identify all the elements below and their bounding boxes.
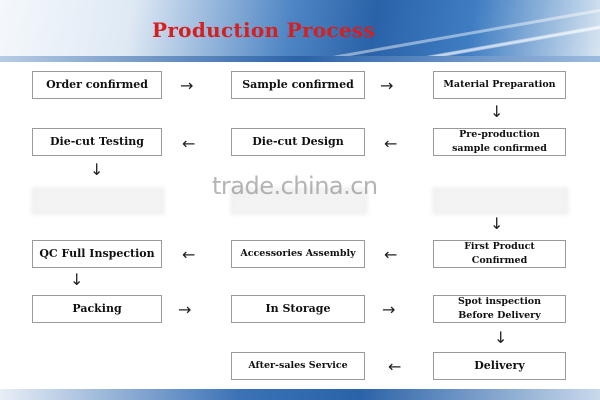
arrow-down-icon: ↓ — [490, 214, 504, 233]
obscured-step — [433, 188, 568, 214]
step-spot-inspection: Spot inspection Before Delivery — [433, 295, 566, 323]
step-qc-full-inspection: QC Full Inspection — [32, 240, 162, 268]
arrow-right-icon: → — [382, 300, 396, 319]
step-first-product: First Product Confirmed — [433, 240, 566, 268]
arrow-right-icon: → — [178, 300, 192, 319]
footer-bar — [0, 389, 600, 400]
page-title: Production Process — [152, 18, 376, 42]
watermark: trade.china.cn — [212, 172, 378, 200]
step-packing: Packing — [32, 295, 162, 323]
arrow-down-icon: ↓ — [494, 328, 508, 347]
step-order-confirmed: Order confirmed — [32, 71, 162, 99]
arrow-down-icon: ↓ — [490, 102, 504, 121]
step-delivery: Delivery — [433, 352, 566, 380]
arrow-right-icon: → — [180, 76, 194, 95]
step-die-cut-testing: Die-cut Testing — [32, 128, 162, 156]
arrow-right-icon: → — [380, 76, 394, 95]
step-sample-confirmed: Sample confirmed — [231, 71, 365, 99]
step-in-storage: In Storage — [231, 295, 365, 323]
obscured-step — [231, 188, 367, 214]
step-pre-production: Pre-production sample confirmed — [433, 128, 566, 156]
step-material-preparation: Material Preparation — [433, 71, 566, 99]
step-die-cut-design: Die-cut Design — [231, 128, 365, 156]
arrow-left-icon: ← — [182, 134, 196, 153]
step-after-sales: After-sales Service — [231, 352, 365, 380]
header-banner — [0, 0, 600, 62]
obscured-step — [32, 188, 164, 214]
step-accessories-assembly: Accessories Assembly — [231, 240, 365, 268]
arrow-left-icon: ← — [384, 134, 398, 153]
arrow-down-icon: ↓ — [90, 160, 104, 179]
arrow-left-icon: ← — [182, 245, 196, 264]
arrow-down-icon: ↓ — [70, 270, 84, 289]
arrow-left-icon: ← — [388, 357, 402, 376]
arrow-left-icon: ← — [384, 245, 398, 264]
